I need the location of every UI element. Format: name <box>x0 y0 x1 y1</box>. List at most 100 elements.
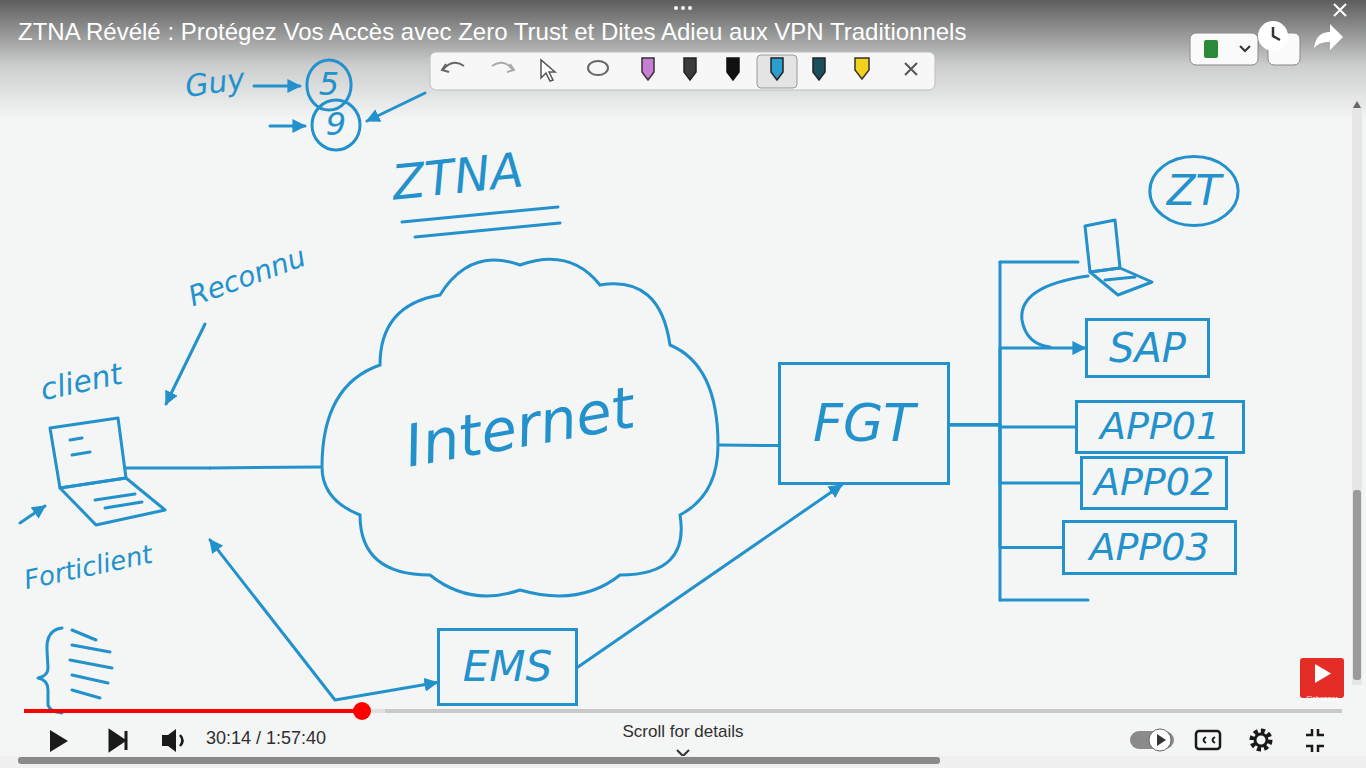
small-laptop-base <box>1090 268 1152 295</box>
subscribe-text-wrap: S'abonner <box>1306 686 1338 705</box>
scroll-hint-wrap: Scroll for details <box>623 722 744 742</box>
connector <box>950 348 1085 425</box>
note-line <box>70 660 112 668</box>
settings-icon <box>1255 734 1267 746</box>
player-chrome <box>0 4 1366 768</box>
laptop-detail <box>72 452 90 455</box>
fullscreen-icon <box>1306 729 1324 752</box>
client-laptop: clientForticlient <box>15 360 210 620</box>
node-text: APP02 <box>1094 462 1214 504</box>
scrollbar-track <box>1352 95 1362 685</box>
heading-label: ZTNA <box>390 143 526 209</box>
play-icon <box>50 730 68 752</box>
pointer-arrow <box>254 85 300 88</box>
bracket <box>38 628 62 713</box>
note-line <box>72 690 100 698</box>
node-text: EMS <box>463 644 552 690</box>
firewall-box: FGT <box>778 362 950 485</box>
pointer-arrow <box>166 324 205 404</box>
node-text: SAP <box>1109 326 1186 370</box>
heading-label-wrap: ZTNA <box>392 150 523 203</box>
internet-cloud: Internet <box>320 245 720 610</box>
ems-box: EMS <box>437 628 578 706</box>
node-text: 5 <box>319 67 339 102</box>
note-line <box>72 645 110 652</box>
volume-icon <box>162 729 176 752</box>
node-text: client <box>37 357 124 406</box>
network-bus <box>1000 261 1078 264</box>
redo-icon <box>492 63 514 72</box>
toolbar-panel <box>430 52 935 90</box>
share-icon <box>1314 24 1343 50</box>
page-scrollbar-thumb <box>18 757 940 764</box>
video-title: ZTNA Révélé : Protégez Vos Accès avec Ze… <box>18 18 966 45</box>
pen-icon <box>642 58 654 80</box>
time-display-wrap: 30:14 / 1:57:40 <box>206 729 326 749</box>
node-text: FGT <box>813 395 915 452</box>
node-text: Forticlient <box>21 540 154 595</box>
menu-dot <box>688 6 692 10</box>
app-box: APP03 <box>1062 520 1237 575</box>
scrollbar-thumb <box>1353 490 1361 680</box>
annotation-toolbar <box>430 52 935 90</box>
autoplay-play <box>1157 734 1166 746</box>
underline <box>402 207 558 222</box>
volume-wave <box>180 735 183 746</box>
small-laptop-screen <box>1085 220 1120 272</box>
laptop-base <box>60 478 165 525</box>
hand-label: Guy <box>183 62 247 103</box>
cursor-icon <box>541 60 555 81</box>
pen-icon <box>727 58 739 80</box>
close-toolbar-icon <box>905 63 917 75</box>
hand-label-wrap: Guy <box>185 66 245 99</box>
progress-handle <box>353 702 371 720</box>
scroll-hint: Scroll for details <box>623 722 744 741</box>
pen-icon <box>771 58 783 80</box>
notebook-icon <box>1204 40 1218 58</box>
network-bus <box>1000 599 1088 602</box>
circle-path <box>1150 156 1238 225</box>
settings-teeth <box>1252 731 1270 749</box>
laptop-screen <box>50 418 126 488</box>
notebook-button <box>1190 33 1258 65</box>
menu-dot <box>674 6 678 10</box>
access-curve <box>1022 276 1088 347</box>
progress-played <box>24 709 362 713</box>
scroll-chevron <box>677 750 689 756</box>
autoplay-knob <box>1149 729 1171 751</box>
app-box: APP02 <box>1080 456 1228 510</box>
progress-track <box>24 709 1342 713</box>
cloud-path <box>322 259 718 596</box>
hand-label-wrap: Reconnu <box>186 262 308 293</box>
laptop-cable <box>125 467 210 470</box>
connector <box>210 467 320 468</box>
time-display: 30:14 / 1:57:40 <box>206 728 326 748</box>
note-line <box>72 675 108 683</box>
underline <box>415 223 560 237</box>
node-text: APP03 <box>1089 527 1209 569</box>
chevron-icon <box>1240 46 1250 51</box>
close-icon <box>1334 4 1346 16</box>
connector <box>950 425 1062 548</box>
connector <box>950 425 1080 483</box>
zero-trust-circle: ZT <box>1148 155 1240 227</box>
node-text: APP01 <box>1100 406 1220 448</box>
scroll-up-arrow <box>1353 101 1361 108</box>
selected-tool <box>757 55 797 88</box>
app-box: APP01 <box>1075 400 1245 454</box>
pointer-arrow <box>367 93 425 121</box>
subscribe-play <box>1315 664 1331 683</box>
callout-circle: 9 <box>311 99 361 151</box>
pen-icon <box>684 58 696 80</box>
hand-label: Reconnu <box>184 242 310 313</box>
captions-marks <box>1204 737 1216 743</box>
node-text: ZT <box>1167 168 1221 214</box>
captions-icon <box>1196 731 1220 749</box>
clock-icon <box>1258 21 1288 51</box>
node-text: 9 <box>326 107 346 142</box>
connector <box>720 444 778 448</box>
highlighter-icon <box>855 58 869 79</box>
whiteboard-sketch <box>20 86 1152 713</box>
